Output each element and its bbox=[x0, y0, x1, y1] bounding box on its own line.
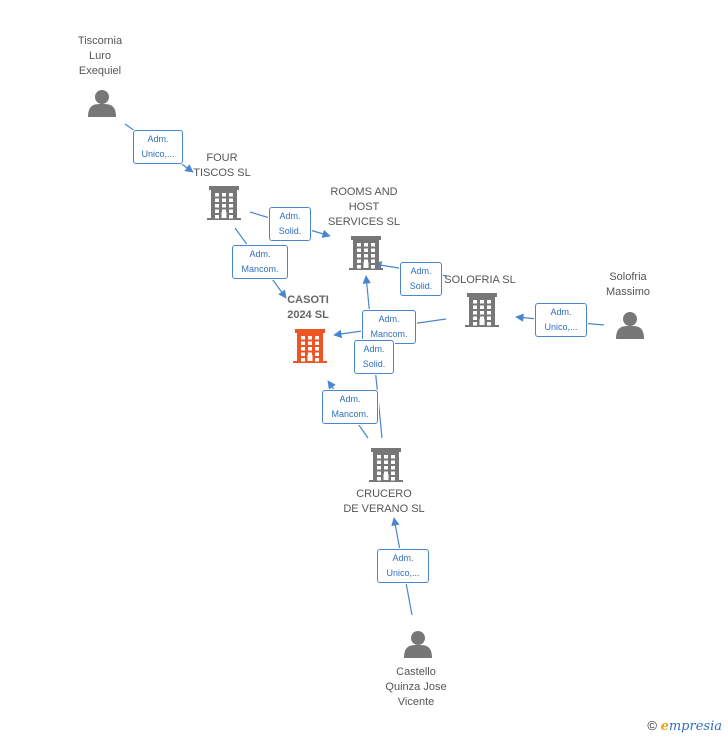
relation-label[interactable]: Adm. Unico,... bbox=[133, 130, 183, 164]
relation-label[interactable]: Adm. Unico,... bbox=[377, 549, 429, 583]
relation-text: Adm. Solid. bbox=[362, 344, 386, 369]
node-label-four[interactable]: FOUR TISCOS SL bbox=[193, 152, 251, 179]
relation-text: Adm. Mancom. bbox=[241, 249, 279, 274]
node-label-rooms[interactable]: ROOMS AND HOST SERVICES SL bbox=[328, 185, 400, 228]
building-icon[interactable] bbox=[207, 186, 241, 220]
relation-label[interactable]: Adm. Mancom. bbox=[362, 310, 416, 344]
node-label-castello[interactable]: Castello Quinza Jose Vicente bbox=[385, 665, 447, 708]
person-icon[interactable] bbox=[616, 312, 644, 339]
node-label-tiscornia[interactable]: Tiscornia Luro Exequiel bbox=[77, 34, 123, 77]
relation-text: Adm. Unico,... bbox=[544, 307, 578, 332]
node-label-crucero[interactable]: CRUCERO DE VERANO SL bbox=[343, 488, 425, 515]
brand-name: mpresia bbox=[668, 719, 722, 734]
relation-label[interactable]: Adm. Solid. bbox=[400, 262, 442, 296]
building-icon[interactable] bbox=[369, 448, 403, 482]
relation-label[interactable]: Adm. Solid. bbox=[269, 207, 311, 241]
relation-text: Adm. Unico,... bbox=[141, 134, 175, 159]
relation-text: Adm. Unico,... bbox=[386, 553, 420, 578]
relation-label[interactable]: Adm. Mancom. bbox=[322, 390, 378, 424]
relation-text: Adm. Mancom. bbox=[370, 314, 408, 339]
brand-footer: © empresia bbox=[647, 718, 722, 734]
building-icon[interactable] bbox=[349, 236, 383, 270]
building-icon[interactable] bbox=[293, 329, 327, 363]
relation-label[interactable]: Adm. Unico,... bbox=[535, 303, 587, 337]
person-icon[interactable] bbox=[88, 90, 116, 117]
node-label-solofria[interactable]: SOLOFRIA SL bbox=[444, 273, 516, 286]
brand-initial: e bbox=[660, 719, 669, 734]
relation-text: Adm. Solid. bbox=[409, 266, 433, 291]
building-icon[interactable] bbox=[465, 293, 499, 327]
copyright-symbol: © bbox=[647, 718, 657, 733]
node-label-massimo[interactable]: Solofria Massimo bbox=[605, 271, 650, 298]
relation-label[interactable]: Adm. Solid. bbox=[354, 340, 394, 374]
relation-label[interactable]: Adm. Mancom. bbox=[232, 245, 288, 279]
relation-text: Adm. Mancom. bbox=[331, 394, 369, 419]
person-icon[interactable] bbox=[404, 631, 432, 658]
relation-text: Adm. Solid. bbox=[278, 211, 302, 236]
node-label-casoti[interactable]: CASOTI 2024 SL bbox=[287, 294, 329, 321]
